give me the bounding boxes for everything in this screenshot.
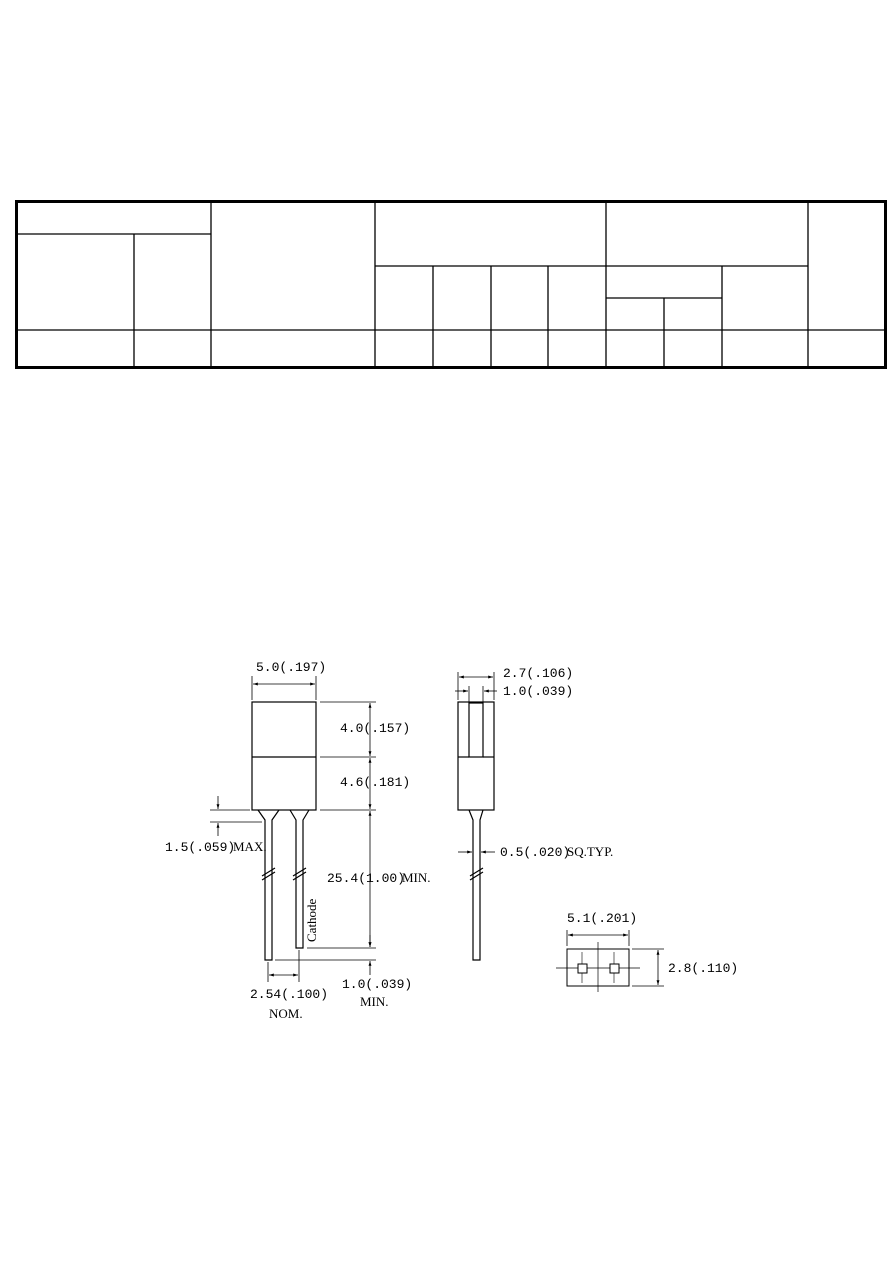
- lead-break-mark: [292, 871, 307, 881]
- pad-right: [609, 963, 620, 974]
- depth-label: 2.7(.106): [503, 666, 573, 681]
- package-outline-drawing: 5.0(.197) 4.0(.157) 4.6(.181) 1.5(.059) …: [165, 660, 738, 1021]
- lead-break-mark: [469, 871, 484, 881]
- footprint-labels: 5.1(.201) 2.8(.110): [567, 911, 738, 976]
- side-slot: [468, 702, 484, 758]
- side-lead: [468, 809, 484, 961]
- lead-length-label: 25.4(1.00): [327, 871, 405, 886]
- pitch-label: 2.54(.100): [250, 987, 328, 1002]
- lead-break-mark: [261, 871, 276, 881]
- footprint-height-label: 2.8(.110): [668, 961, 738, 976]
- footprint-view: [556, 930, 664, 992]
- protrusion-label: 1.5(.059): [165, 840, 235, 855]
- lead-end-label: 1.0(.039): [342, 977, 412, 992]
- pad-left: [577, 963, 588, 974]
- side-view: [455, 672, 497, 961]
- side-view-labels: 2.7(.106) 1.0(.039) 0.5(.020) SQ.TYP.: [500, 666, 613, 860]
- lead-break-mark: [469, 867, 484, 877]
- cathode-label: Cathode: [304, 898, 319, 942]
- left-lead: [257, 809, 280, 961]
- specification-table: [15, 200, 887, 369]
- lead-label: 0.5(.020): [500, 845, 570, 860]
- protrusion-note: MAX.: [233, 839, 267, 854]
- footprint-width-label: 5.1(.201): [567, 911, 637, 926]
- lead-length-note: MIN.: [402, 870, 431, 885]
- upper-body-label: 4.0(.157): [340, 721, 410, 736]
- front-view-labels: 5.0(.197) 4.0(.157) 4.6(.181) 1.5(.059) …: [165, 660, 431, 1021]
- lead-note: SQ.TYP.: [567, 844, 613, 859]
- right-lead: [289, 809, 310, 949]
- width-label: 5.0(.197): [256, 660, 326, 675]
- pitch-note: NOM.: [269, 1006, 303, 1021]
- front-view: [210, 676, 376, 982]
- component-body: [251, 701, 317, 811]
- side-body: [457, 701, 495, 811]
- lower-body-label: 4.6(.181): [340, 775, 410, 790]
- lead-break-mark: [261, 867, 276, 877]
- slot-label: 1.0(.039): [503, 684, 573, 699]
- lead-end-note: MIN.: [360, 994, 389, 1009]
- table-outer-border: [15, 200, 887, 369]
- lead-break-mark: [292, 867, 307, 877]
